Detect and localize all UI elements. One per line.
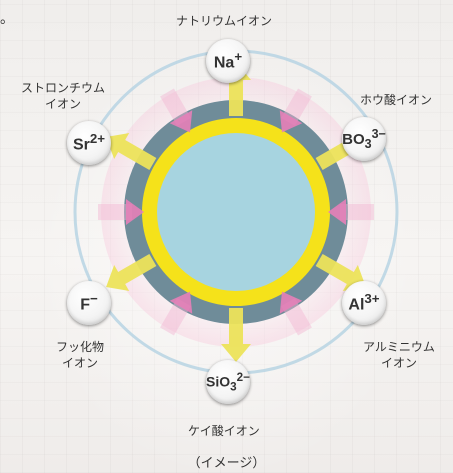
ion-silicate: SiO32−: [206, 360, 250, 404]
arrow-to-strontium: [106, 133, 157, 171]
ion-aluminium-symbol: Al3+: [348, 291, 380, 314]
pink-arrow-4: [160, 291, 193, 336]
label-strontium-line1: ストロンチウム: [20, 81, 105, 95]
core: [157, 133, 315, 291]
label-borate: ホウ酸イオン: [360, 93, 433, 107]
pink-arrow-3: [279, 291, 312, 336]
ion-silicate-symbol: SiO32−: [206, 370, 250, 394]
label-fluoride-line2: イオン: [61, 356, 98, 371]
pink-arrow-6: [160, 88, 193, 133]
label-silicate: ケイ酸イオン: [188, 424, 260, 438]
pink-arrow-1: [279, 88, 312, 133]
label-strontium-line2: イオン: [44, 97, 81, 112]
pink-arrows-group: [98, 88, 374, 336]
label-strontium: ストロンチウム イオン: [8, 80, 118, 112]
ion-strontium-symbol: Sr2+: [72, 131, 106, 154]
label-fluoride-line1: フッ化物: [55, 340, 104, 354]
ion-borate-symbol: BO33−: [342, 127, 386, 151]
ion-borate: BO33−: [342, 117, 386, 161]
label-aluminium: アルミニウム イオン: [357, 339, 441, 371]
label-aluminium-line2: イオン: [380, 356, 417, 371]
label-sodium: ナトリウムイオン: [176, 14, 273, 28]
pink-arrow-5: [98, 199, 144, 225]
top-punctuation: 。: [0, 11, 14, 27]
ion-aluminium: Al3+: [342, 281, 386, 325]
ion-sodium-symbol: Na+: [213, 49, 243, 72]
caption: （イメージ）: [187, 456, 266, 471]
pink-arrow-2: [328, 199, 374, 225]
ion-sodium: Na+: [206, 39, 250, 83]
label-aluminium-line1: アルミニウム: [363, 340, 435, 354]
label-fluoride: フッ化物 イオン: [45, 339, 115, 371]
ion-fluoride: F−: [67, 281, 111, 325]
ion-fluoride-symbol: F−: [80, 291, 98, 314]
ion-strontium: Sr2+: [67, 121, 111, 165]
arrow-to-fluoride: [106, 253, 157, 291]
arrow-to-aluminium: [315, 253, 366, 291]
arrow-to-silicate: [221, 308, 251, 362]
